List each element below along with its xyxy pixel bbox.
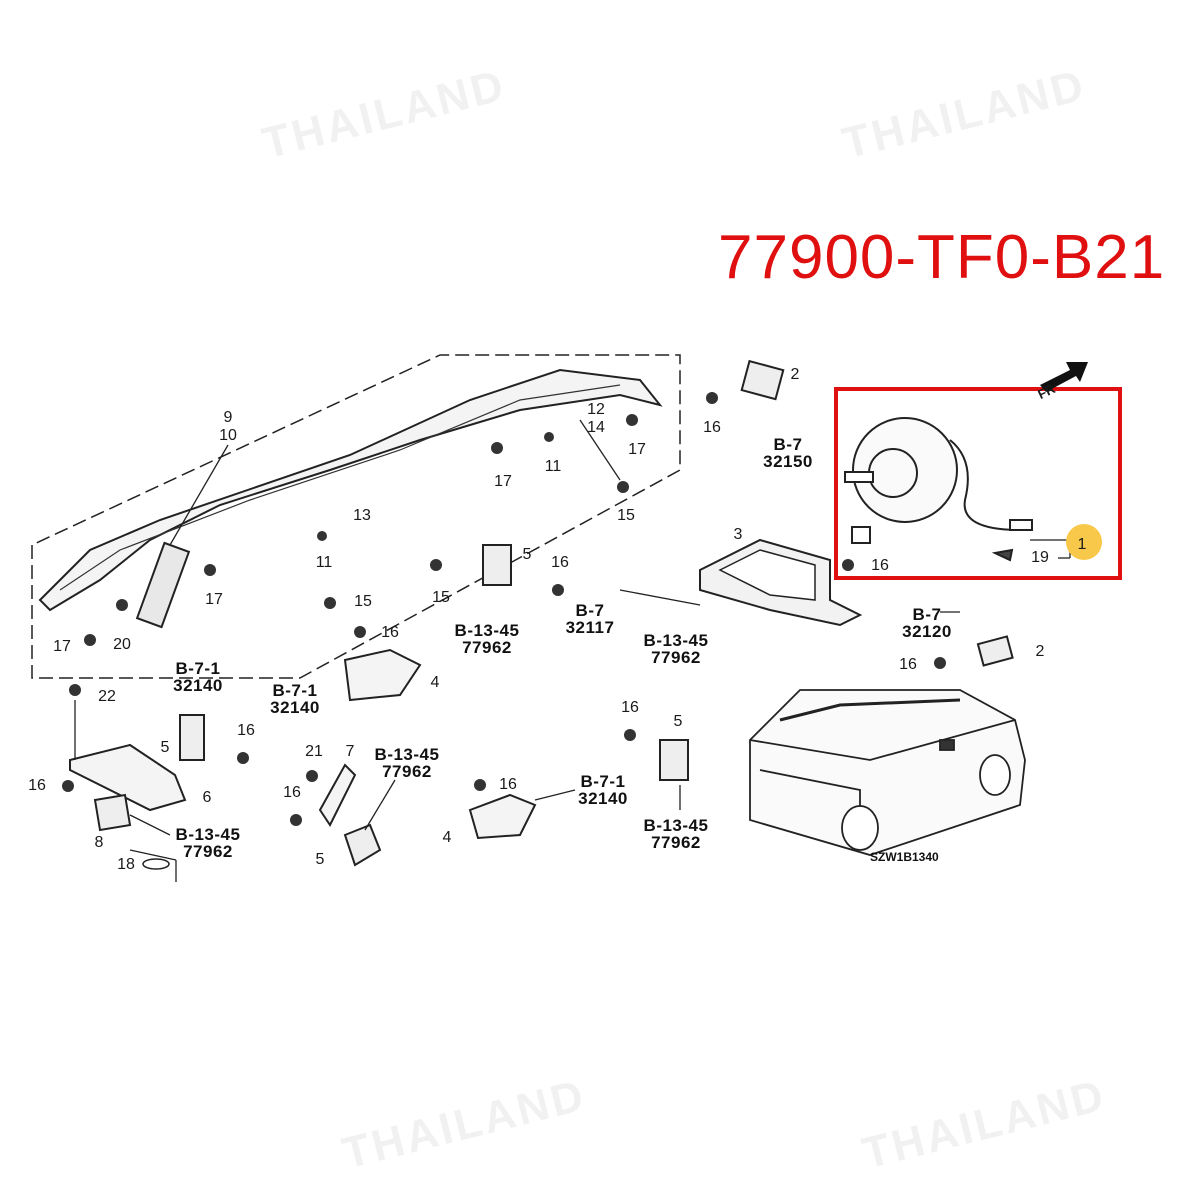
- bracket: [343, 823, 382, 867]
- reference-section: B-7: [912, 605, 942, 624]
- diagram-code: SZW1B1340: [870, 850, 939, 864]
- part-callout-number: 10: [219, 427, 237, 444]
- part-callout-number: 16: [237, 722, 255, 739]
- bracket: [69, 743, 187, 812]
- part-callout-number: 12: [587, 401, 605, 418]
- part-callout-number: 5: [673, 713, 683, 730]
- reference-code: 77962: [651, 833, 701, 852]
- reference-code: 32117: [565, 618, 615, 637]
- part-callout-number: 1: [1077, 536, 1087, 553]
- part-callout-number: 19: [1031, 549, 1049, 566]
- reference-code: 77962: [462, 638, 512, 657]
- curtain-airbag-outline: [31, 354, 681, 679]
- part-callout-number: 5: [315, 851, 325, 868]
- bracket: [468, 793, 537, 840]
- part-callout-number: 14: [587, 419, 605, 436]
- part-callout-number: 18: [117, 856, 135, 873]
- part-callout-number: 16: [28, 777, 46, 794]
- reference-section: B-7: [575, 601, 605, 620]
- inflator: [135, 541, 191, 629]
- part-callout-number: 7: [345, 743, 355, 760]
- part-callout-number: 5: [160, 739, 170, 756]
- part-callout-number: 17: [205, 591, 223, 608]
- part-callout-number: 20: [113, 636, 131, 653]
- reference-section: B-7: [773, 435, 803, 454]
- front-arrow-icon: [1040, 362, 1088, 392]
- part-callout-number: 17: [628, 441, 646, 458]
- reference-code: 32140: [173, 676, 223, 695]
- part-callout-number: 16: [703, 419, 721, 436]
- bracket: [343, 648, 422, 702]
- reference-code: 32120: [902, 622, 952, 641]
- part-callout-number: 11: [544, 458, 562, 475]
- part-callout-number: 4: [430, 674, 440, 691]
- reference-code: 32140: [270, 698, 320, 717]
- reference-section: B-13-45: [175, 825, 241, 844]
- reference-code: 32140: [578, 789, 628, 808]
- curtain-airbag: [38, 368, 663, 612]
- part-callout-number: 17: [53, 638, 71, 655]
- callout-circle: [1066, 524, 1102, 560]
- part-callout-number: 15: [354, 593, 372, 610]
- part-callout-number: 16: [621, 699, 639, 716]
- bracket: [318, 763, 357, 827]
- highlight-box: [834, 387, 1122, 580]
- part-callout-number: 11: [315, 554, 333, 571]
- part-callout-number: 2: [790, 366, 800, 383]
- reference-section: B-7-1: [580, 772, 626, 791]
- part-callout-number: 16: [283, 784, 301, 801]
- part-callout-number: 3: [733, 526, 743, 543]
- srs-unit: [699, 538, 863, 627]
- part-callout-number: 8: [94, 834, 104, 851]
- reference-section: B-7-1: [272, 681, 318, 700]
- part-callout-number: 15: [432, 589, 450, 606]
- part-callout-number: 6: [202, 789, 212, 806]
- reference-code: 32150: [763, 452, 813, 471]
- part-callout-number: 5: [522, 546, 532, 563]
- reference-code: 77962: [382, 762, 432, 781]
- reference-section: B-13-45: [643, 631, 709, 650]
- part-callout-number: 9: [223, 409, 233, 426]
- reference-section: B-7-1: [175, 659, 221, 678]
- part-callout-number: 22: [98, 688, 116, 705]
- clock-spring: [844, 417, 1033, 562]
- part-callout-number: 2: [1035, 643, 1045, 660]
- reference-code: 77962: [651, 648, 701, 667]
- part-callout-number: 4: [442, 829, 452, 846]
- part-number-title: 77900-TF0-B21: [718, 223, 1166, 292]
- vehicle-illustration: [749, 689, 1026, 856]
- part-callout-number: 16: [551, 554, 569, 571]
- reference-section: B-13-45: [454, 621, 520, 640]
- part-callout-number: 13: [353, 507, 371, 524]
- sensor: [740, 359, 785, 401]
- part-callout-number: 16: [381, 624, 399, 641]
- part-callout-number: 16: [871, 557, 889, 574]
- sensor: [179, 714, 205, 761]
- part-callout-number: 21: [305, 743, 323, 760]
- part-callout-number: 17: [494, 473, 512, 490]
- part-callout-number: 15: [617, 507, 635, 524]
- part-callout-number: 16: [899, 656, 917, 673]
- reference-section: B-13-45: [374, 745, 440, 764]
- sensor: [482, 544, 512, 586]
- sensor: [659, 739, 689, 781]
- sensor: [976, 635, 1014, 667]
- bracket: [93, 793, 132, 832]
- reference-section: B-13-45: [643, 816, 709, 835]
- reference-code: 77962: [183, 842, 233, 861]
- part-callout-number: 16: [499, 776, 517, 793]
